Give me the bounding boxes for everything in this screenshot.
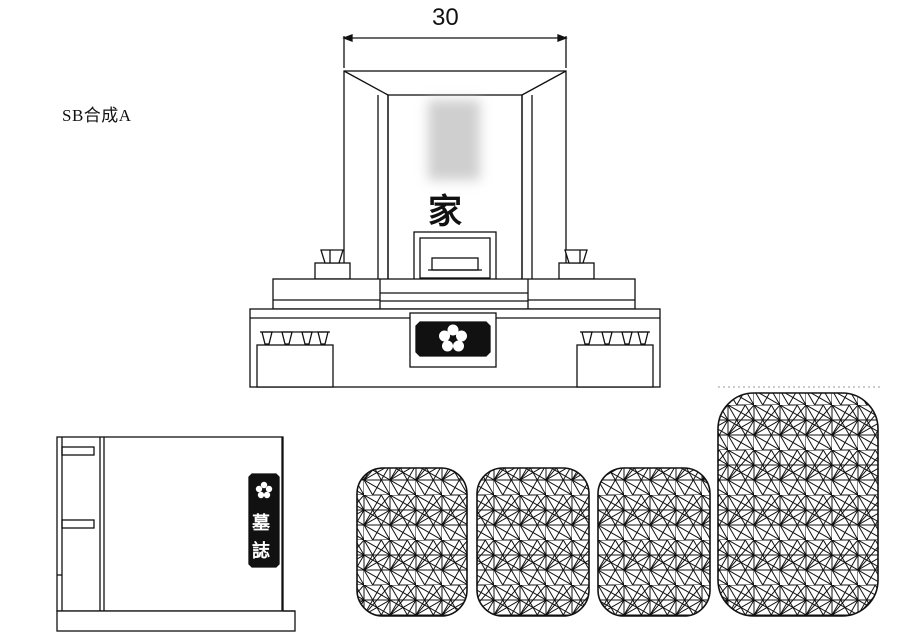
boshi-character-2: 誌 (252, 541, 270, 562)
lamp-details-left (260, 331, 330, 345)
family-crest-plate (409, 312, 497, 368)
side-view (56, 436, 296, 632)
panel-4 (717, 392, 879, 617)
dimension-line (342, 34, 568, 68)
panel-2 (476, 467, 590, 617)
monument-platform (272, 278, 636, 310)
incense-holder (413, 231, 497, 281)
panel-3 (597, 467, 711, 617)
panel-1 (356, 467, 468, 617)
stone-panels (356, 386, 880, 617)
boshi-plate (248, 473, 280, 568)
width-dimension-label: 30 (432, 4, 459, 31)
lamp-details-right (580, 331, 650, 345)
plum-blossom-crest-icon (439, 324, 467, 352)
blurred-name (428, 100, 480, 180)
model-name-label: SB合成A (62, 106, 132, 125)
boshi-character-1: 墓 (252, 513, 270, 534)
family-character: 家 (428, 192, 462, 232)
plum-blossom-crest-small-icon (255, 481, 273, 499)
vase-left (314, 249, 351, 280)
front-view (249, 34, 661, 388)
